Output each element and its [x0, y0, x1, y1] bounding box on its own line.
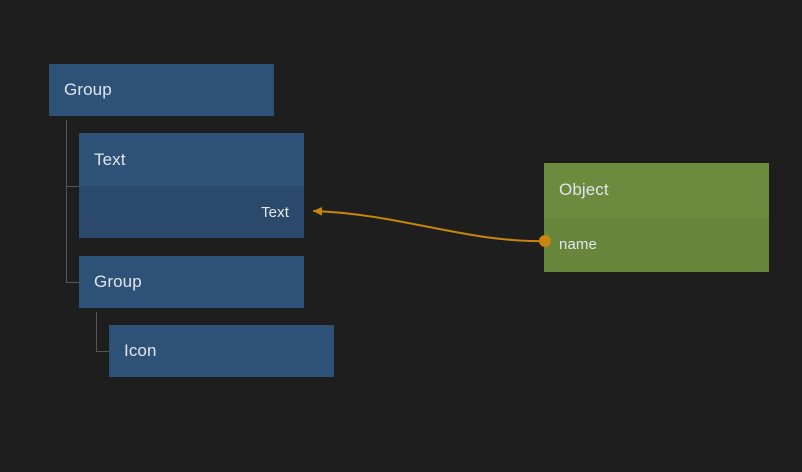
node-icon[interactable]: Icon	[109, 325, 334, 377]
node-header[interactable]: Group	[49, 64, 274, 116]
node-group-root[interactable]: Group	[49, 64, 274, 116]
node-object[interactable]: Object name	[544, 163, 769, 272]
node-title: Object	[559, 180, 609, 199]
node-title: Group	[94, 272, 142, 291]
node-header[interactable]: Icon	[109, 325, 334, 377]
node-header[interactable]: Group	[79, 256, 304, 308]
node-row-label: Text	[261, 203, 289, 221]
binding-link-curve	[313, 206, 546, 243]
tree-connector-root-to-text	[66, 186, 79, 187]
node-title: Group	[64, 80, 112, 99]
node-text[interactable]: Text Text	[79, 133, 304, 238]
tree-connector-group-to-icon	[96, 351, 109, 352]
tree-connector-group-trunk	[96, 312, 97, 351]
tree-connector-root-to-group	[66, 282, 79, 283]
node-row-label: name	[559, 236, 597, 253]
node-title: Icon	[124, 341, 157, 360]
tree-connector-root-trunk	[66, 120, 67, 283]
node-group-child[interactable]: Group	[79, 256, 304, 308]
node-title: Text	[94, 149, 126, 169]
node-header[interactable]: Object	[544, 163, 769, 217]
node-header[interactable]: Text	[79, 133, 304, 186]
node-row-text[interactable]: Text	[79, 186, 304, 238]
node-row-name[interactable]: name	[544, 217, 769, 272]
